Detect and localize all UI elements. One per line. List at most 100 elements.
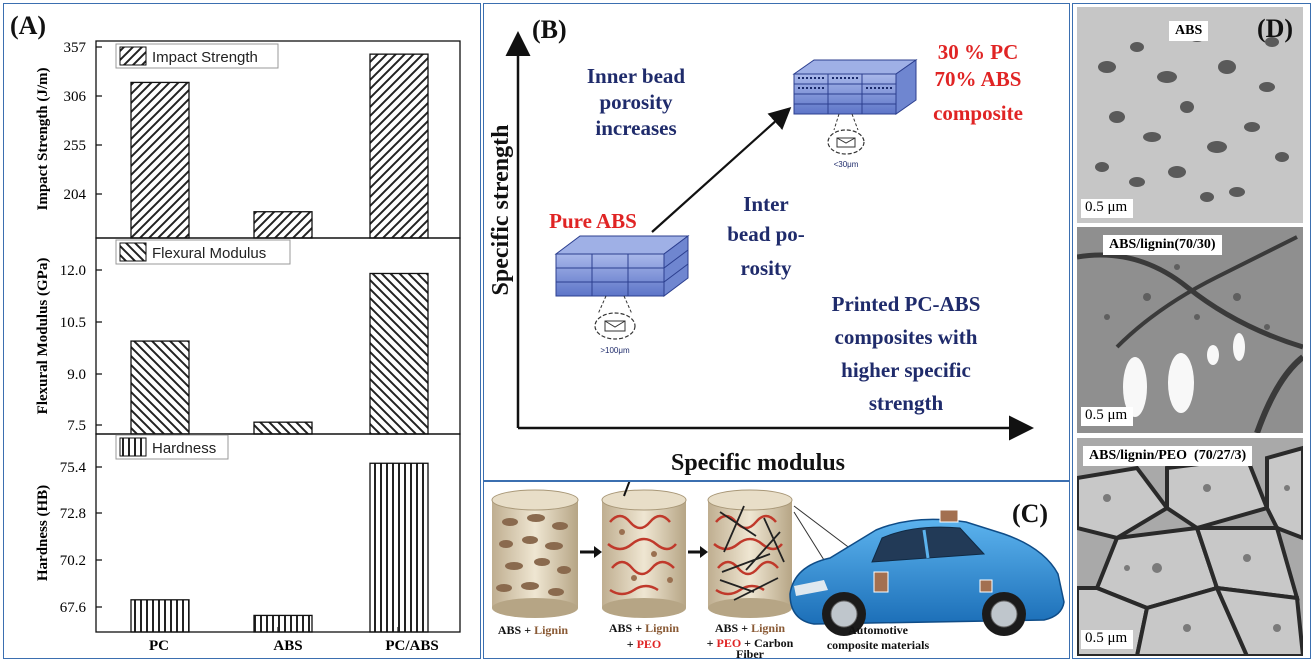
y-axis-title: Specific strength [488, 125, 514, 296]
impact-ylabel: Impact Strength (J/m) [35, 67, 51, 210]
cylinder-abs-lignin [491, 489, 579, 618]
cyl2-label-line2: + PEO [627, 637, 662, 651]
hardness-ticks: 75.4 72.8 70.2 67.6 [60, 460, 87, 616]
printed-line: composites with [835, 325, 978, 349]
pure-abs-label: Pure ABS [549, 209, 637, 233]
micrograph-abs-lignin-peo-texture [1077, 438, 1303, 656]
panel-a-frame [3, 3, 481, 659]
composite-line: 30 % PC [938, 40, 1019, 64]
composite-text: 30 % PC 70% ABS composite [933, 40, 1023, 125]
composite-line: 70% ABS [935, 67, 1022, 91]
micrograph-abs-lignin-texture [1077, 227, 1303, 433]
flexural-ylabel: Flexural Modulus (GPa) [35, 258, 51, 415]
panel-c-label: (C) [1012, 499, 1048, 528]
hardness-tick: 70.2 [60, 553, 86, 569]
cylinder-abs-lignin-peo [601, 482, 687, 618]
flexural-bar-pc [130, 340, 190, 435]
pore-small-label: <30μm [834, 160, 859, 169]
auto-label-line2: composite materials [827, 638, 930, 652]
inner-bead-line: porosity [599, 90, 673, 114]
hardness-bar-abs [253, 614, 313, 633]
auto-label-line1: Automotive [848, 623, 909, 637]
hardness-tick: 67.6 [60, 600, 87, 616]
cyl3-label-line3: Fiber [736, 647, 765, 658]
impact-tick: 306 [64, 89, 87, 105]
panel-c-diagram: (C) [491, 482, 1065, 658]
inter-bead-line: Inter [743, 192, 789, 216]
printed-line: Printed PC-ABS [832, 292, 981, 316]
scale-bar-abs-lignin-peo-text: 0.5 μm [1085, 630, 1128, 646]
impact-tick: 204 [64, 187, 87, 203]
car-illustration [789, 509, 1065, 636]
composite-line: composite [933, 101, 1023, 125]
panel-d-frame [1072, 3, 1311, 659]
panel-a-label: (A) [10, 11, 46, 40]
x-axis-title: Specific modulus [671, 450, 845, 476]
panel-d-label: (D) [1257, 14, 1294, 43]
hardness-tick: 75.4 [60, 460, 87, 476]
inner-bead-line: Inner bead [587, 64, 686, 88]
micrograph-abs-lignin-peo-label: ABS/lignin/PEO (70/27/3) [1083, 446, 1253, 466]
scale-bar-abs-lignin-peo: 0.5 μm [1081, 630, 1134, 649]
panel-b-label: (B) [532, 15, 567, 44]
category-labels: PC ABS PC/ABS [149, 638, 439, 654]
hardness-legend-text: Hardness [152, 440, 216, 457]
inter-bead-text: Inter bead po- rosity [727, 192, 805, 280]
cyl2-label-line1: ABS + Lignin [609, 621, 680, 635]
hardness-ylabel: Hardness (HB) [35, 485, 51, 581]
cyl3-label-line2: + PEO + Carbon [707, 636, 794, 650]
flexural-bar-pcabs [369, 272, 429, 435]
panel-c-frame [483, 481, 1070, 659]
micrograph-abs-label: ABS [1169, 21, 1209, 41]
impact-bar-abs [253, 211, 313, 239]
flexural-legend-text: Flexural Modulus [152, 245, 266, 262]
hardness-legend: Hardness [115, 434, 229, 460]
category-label-pc: PC [149, 638, 169, 654]
inner-bead-line: increases [595, 116, 676, 140]
impact-tick: 255 [64, 138, 87, 154]
inner-bead-text: Inner bead porosity increases [587, 64, 686, 140]
category-label-pcabs: PC/ABS [385, 638, 438, 654]
hardness-bar-pcabs [369, 462, 429, 633]
impact-ticks: 357 306 255 204 [64, 40, 87, 203]
impact-bar-pc [130, 81, 190, 239]
flexural-tick: 10.5 [60, 315, 86, 331]
panel-a-chart: (A) Impact Strength Flexural Modulus Har… [10, 11, 461, 654]
inter-bead-line: bead po- [727, 222, 805, 246]
impact-tick: 357 [64, 40, 87, 56]
flexural-tick: 12.0 [60, 263, 86, 279]
hardness-bar-pc [130, 599, 190, 633]
impact-legend-text: Impact Strength [152, 49, 258, 66]
panel-b-frame [483, 3, 1070, 481]
micrograph-abs-lignin-label: ABS/lignin(70/30) [1103, 235, 1222, 255]
pure-abs-block: >100μm [554, 235, 690, 355]
panel-c-labels: ABS + Lignin ABS + Lignin + PEO ABS + Li… [498, 621, 930, 658]
pore-large-label: >100μm [600, 346, 630, 355]
inter-bead-line: rosity [741, 256, 792, 280]
category-label-abs: ABS [273, 638, 302, 654]
cyl3-label-line1: ABS + Lignin [715, 621, 786, 635]
composite-block: <30μm [792, 59, 918, 169]
panel-b-diagram: (B) Specific strength Specific modulus I… [488, 15, 1034, 476]
printed-line: strength [869, 391, 944, 415]
impact-legend: Impact Strength [115, 43, 279, 69]
scale-bar-abs: 0.5 μm [1081, 199, 1134, 218]
cyl1-label: ABS + Lignin [498, 623, 569, 637]
flexural-ticks: 12.0 10.5 9.0 7.5 [60, 263, 86, 434]
impact-bar-pcabs [369, 53, 429, 239]
micrograph-abs-lignin: ABS/lignin(70/30) 0.5 μm [1077, 227, 1303, 433]
flexural-bar-abs [253, 421, 313, 435]
scale-bar-abs-text: 0.5 μm [1085, 199, 1128, 215]
micrograph-abs-texture [1077, 7, 1303, 223]
cylinder-abs-lignin-peo-fiber [707, 489, 793, 618]
bars-layer [130, 53, 429, 633]
scale-bar-abs-lignin-text: 0.5 μm [1085, 407, 1128, 423]
flexural-legend: Flexural Modulus [115, 239, 291, 265]
printed-text: Printed PC-ABS composites with higher sp… [832, 292, 981, 415]
micrograph-abs: ABS 0.5 μm [1077, 7, 1303, 223]
hardness-tick: 72.8 [60, 506, 86, 522]
flexural-tick: 9.0 [67, 367, 86, 383]
trend-arrow [651, 107, 792, 233]
printed-line: higher specific [841, 358, 971, 382]
micrograph-abs-lignin-peo: ABS/lignin/PEO (70/27/3) 0.5 μm [1077, 438, 1303, 656]
